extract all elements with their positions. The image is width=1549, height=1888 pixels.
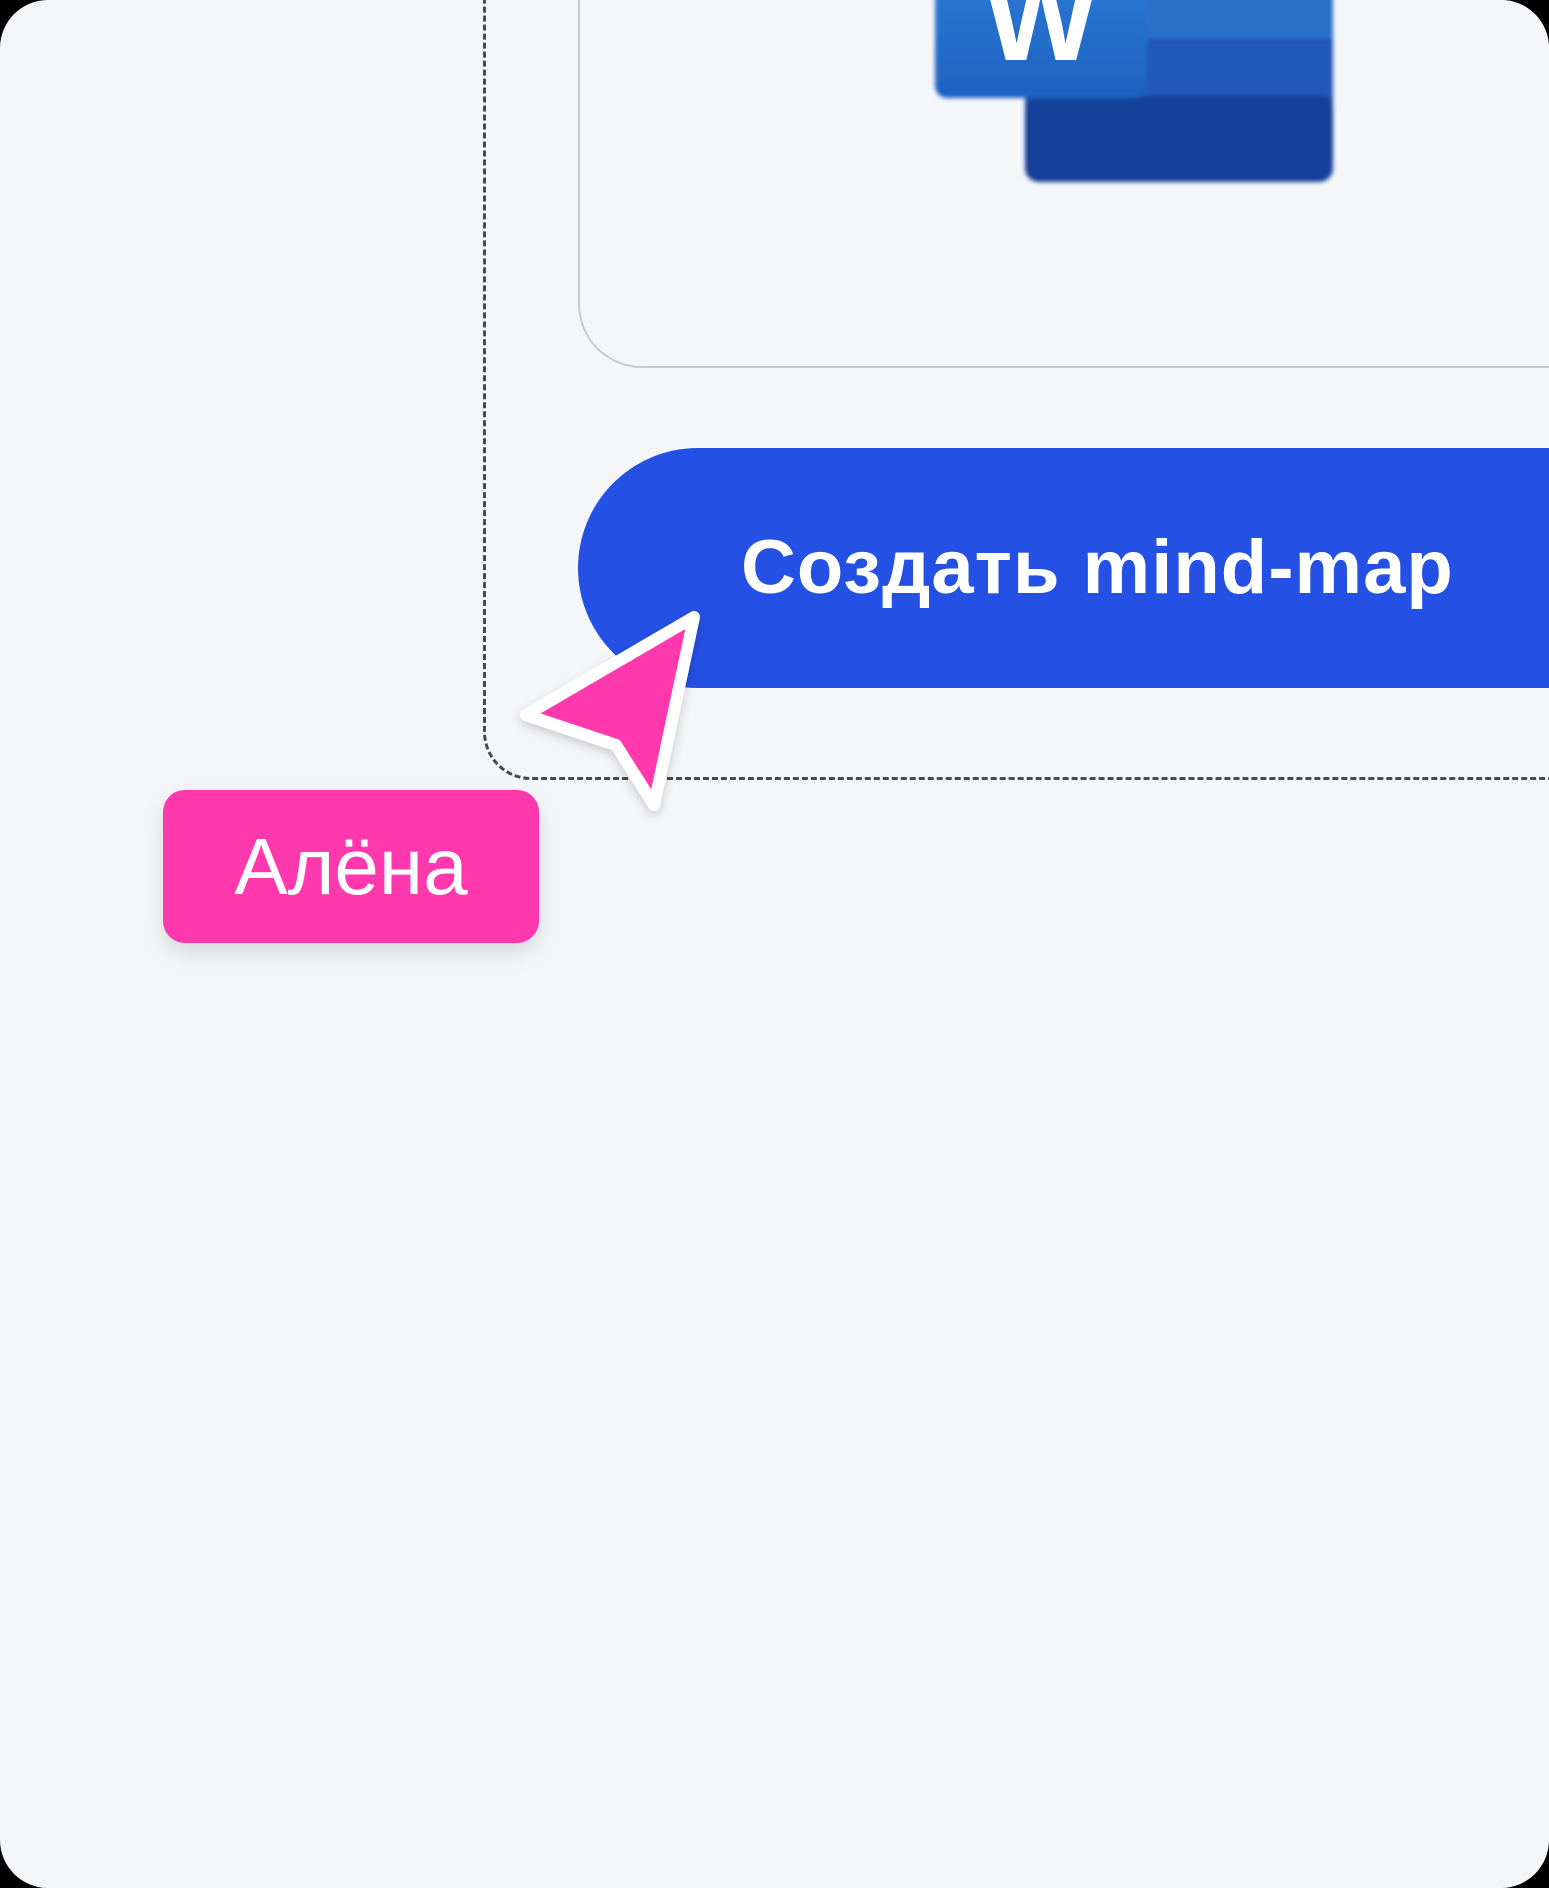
create-mind-map-button[interactable]: Создать mind-map	[578, 448, 1549, 688]
collaborator-name: Алёна	[234, 822, 468, 911]
cursor-arrow-icon	[520, 611, 700, 811]
word-icon-letter: W	[984, 0, 1098, 86]
create-mind-map-label: Создать mind-map	[741, 525, 1454, 610]
selection-frame	[483, 0, 1549, 780]
word-icon: W	[935, 0, 1333, 182]
collaborator-name-tag: Алёна	[163, 790, 539, 943]
